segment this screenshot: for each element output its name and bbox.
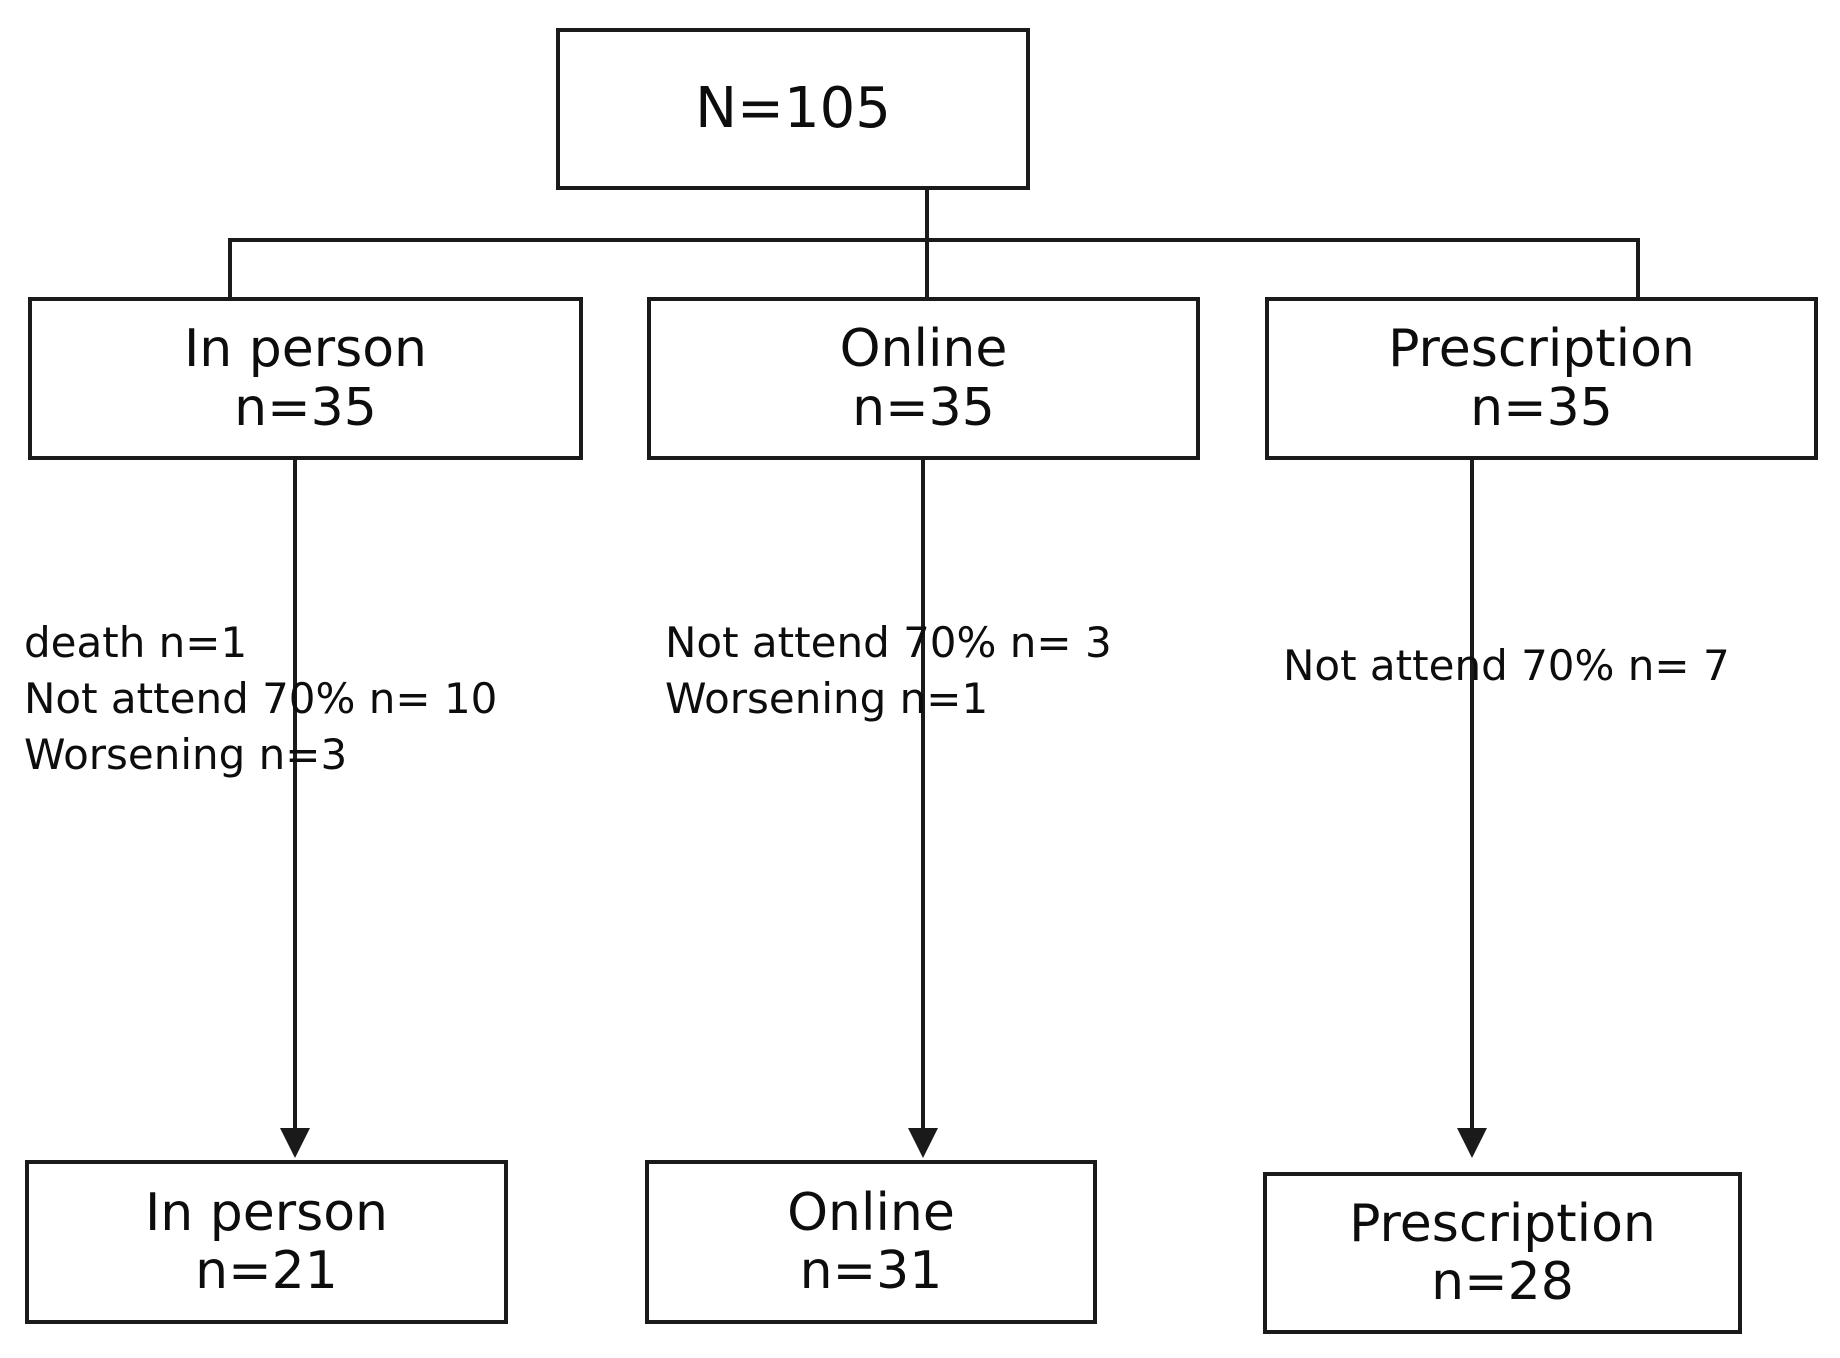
- analysis-prescription-title: Prescription: [1349, 1193, 1656, 1254]
- analysis-online-count: n=31: [799, 1241, 943, 1301]
- flow-arrow-line-online: [921, 460, 925, 1150]
- attrition-online-line-1: Not attend 70% n= 3: [665, 618, 1112, 667]
- attrition-in-person-line-1: death n=1: [24, 618, 248, 667]
- allocation-node-online: Online n=35: [647, 297, 1200, 460]
- analysis-node-online: Online n=31: [645, 1160, 1097, 1324]
- analysis-node-in-person: In person n=21: [25, 1160, 508, 1324]
- root-node-label: N=105: [695, 75, 891, 141]
- attrition-in-person-line-3: Worsening n=3: [24, 729, 348, 779]
- attrition-annotation-online: Not attend 70% n= 3 Worsening n=1: [665, 615, 1112, 727]
- allocation-online-count: n=35: [852, 377, 995, 438]
- analysis-in-person-count: n=21: [195, 1241, 338, 1301]
- flow-arrow-line-in-person: [293, 460, 297, 1150]
- analysis-online-title: Online: [787, 1182, 955, 1243]
- branch-drop-online: [925, 238, 929, 298]
- attrition-prescription-line-1: Not attend 70% n= 7: [1283, 641, 1730, 690]
- allocation-in-person-title: In person: [183, 319, 428, 380]
- attrition-online-line-2: Worsening n=1: [665, 673, 989, 723]
- flow-arrow-head-in-person: [280, 1128, 310, 1158]
- root-stem-connector: [925, 190, 929, 240]
- analysis-in-person-title: In person: [144, 1182, 389, 1243]
- attrition-annotation-in-person: death n=1 Not attend 70% n= 10 Worsening…: [24, 615, 497, 783]
- analysis-node-prescription: Prescription n=28: [1263, 1172, 1742, 1334]
- allocation-in-person-count: n=35: [234, 377, 377, 438]
- flow-arrow-line-prescription: [1470, 460, 1474, 1150]
- flow-arrow-head-online: [908, 1128, 938, 1158]
- attrition-in-person-line-2: Not attend 70% n= 10: [24, 673, 498, 723]
- attrition-annotation-prescription: Not attend 70% n= 7: [1283, 638, 1730, 694]
- allocation-node-in-person: In person n=35: [28, 297, 583, 460]
- allocation-prescription-count: n=35: [1470, 377, 1613, 438]
- analysis-prescription-count: n=28: [1431, 1252, 1574, 1312]
- allocation-online-title: Online: [839, 319, 1008, 380]
- branch-bus-connector: [228, 238, 1640, 242]
- branch-drop-prescription: [1636, 238, 1640, 298]
- root-node-total-enrolled: N=105: [556, 28, 1030, 190]
- allocation-node-prescription: Prescription n=35: [1265, 297, 1818, 460]
- branch-drop-in-person: [228, 238, 232, 298]
- flow-arrow-head-prescription: [1457, 1128, 1487, 1158]
- allocation-prescription-title: Prescription: [1388, 319, 1695, 380]
